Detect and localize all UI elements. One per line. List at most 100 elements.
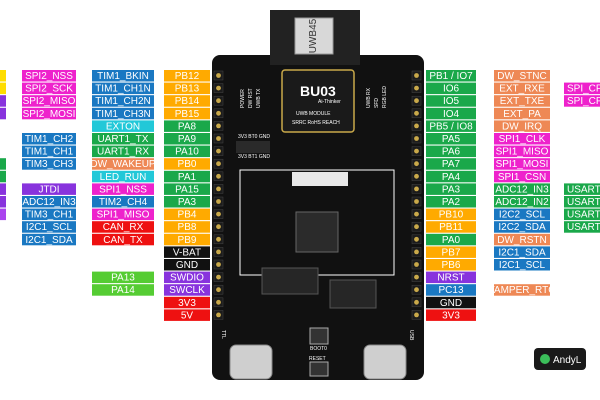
- header-pin-pad: [414, 199, 419, 204]
- left-func2-label: TIM1_BKIN: [97, 71, 149, 82]
- left-func2-label: SPI1_MISO: [97, 210, 150, 221]
- left-func2-label-bg: [92, 145, 154, 158]
- right-func2-label-bg: [564, 221, 600, 233]
- right-func1-label-bg: [494, 95, 550, 107]
- left-pin-label: SWDIO: [170, 273, 204, 284]
- left-pin-label: PA10: [175, 147, 199, 158]
- silk-power: POWER: [240, 89, 246, 108]
- silk-bt0: 3V3 BT0 GND: [238, 134, 270, 140]
- left-pin-label-bg: [164, 170, 210, 183]
- left-pin-label: PA9: [178, 134, 197, 145]
- header-pin-pad: [414, 249, 419, 255]
- right-func1-label: TAMPER_RTC: [489, 285, 556, 296]
- header-pin-pad: [414, 73, 419, 78]
- header-pin-pad: [216, 85, 221, 91]
- module-sub2: SRRC RoHS REACH: [292, 120, 340, 126]
- left-func2-label: PA13: [111, 273, 135, 284]
- left-pin-label-bg: [164, 183, 210, 195]
- right-pin-label-bg: [426, 95, 476, 107]
- header-pin-pad: [414, 123, 419, 129]
- right-func2-label: USART2: [567, 184, 600, 195]
- left-pin-label-bg: [164, 120, 210, 132]
- right-pin-label: PB11: [439, 222, 463, 233]
- right-func1-label: EXT_PA: [503, 109, 541, 120]
- header-pin-pad: [216, 312, 221, 318]
- right-func2-label-bg: [564, 183, 600, 195]
- left-pin-label-bg: [164, 221, 210, 233]
- right-func1-label: SPI1_MISO: [496, 147, 549, 158]
- header-right: [411, 70, 422, 320]
- right-pin-label-bg: [426, 70, 476, 82]
- header-pin-pad: [414, 161, 419, 167]
- left-pin-label-bg: [164, 145, 210, 158]
- header-pin-pad: [216, 123, 221, 129]
- right-func1-label: I2C2_SDA: [498, 222, 546, 233]
- right-pin-label: PA4: [442, 172, 461, 183]
- right-pin-label-bg: [426, 170, 476, 183]
- right-func1-label: SPI1_MOSI: [496, 159, 549, 170]
- left-func2-label-bg: [92, 271, 154, 284]
- right-pin-label-bg: [426, 284, 476, 296]
- boot-jumper-header: [236, 141, 270, 153]
- watermark-icon: [540, 354, 550, 364]
- header-pin-pad: [414, 136, 419, 141]
- left-func1-label-bg: [22, 233, 76, 246]
- boot-label: BOOT0: [310, 346, 327, 352]
- header-pin-pad: [216, 161, 221, 167]
- right-func1-label: DW_STNC: [497, 71, 546, 82]
- right-pin-label-bg: [426, 233, 476, 246]
- right-func1-label-bg: [494, 170, 550, 183]
- right-pin-label-bg: [426, 271, 476, 284]
- right-pin-label-bg: [426, 183, 476, 195]
- header-pin-pad: [414, 312, 419, 318]
- left-func1-label-bg: [22, 70, 76, 82]
- header-pin-pad: [414, 236, 419, 242]
- left-func1-label: SPI2_SCK: [25, 84, 73, 95]
- left-func1-label: TIM3_CH1: [25, 210, 74, 221]
- silk-bt1: 3V3 BT1 GND: [238, 154, 270, 160]
- left-func2-label-bg: [92, 70, 154, 82]
- left-func2-label: PA14: [111, 285, 135, 296]
- silk-sfd: SFD: [374, 98, 380, 108]
- usb-port-ttl[interactable]: [229, 344, 273, 380]
- right-func1-label-bg: [494, 183, 550, 195]
- uwb-module: [281, 69, 355, 133]
- header-pin-pad: [216, 262, 221, 267]
- right-pin-label: PA5: [442, 134, 461, 145]
- reset-button[interactable]: [309, 361, 329, 377]
- left-pin-label: 5V: [181, 310, 194, 321]
- silk-dwrst: DW RST: [248, 88, 254, 108]
- left-pin-label-bg: [164, 284, 210, 296]
- header-pin-pad: [216, 98, 221, 104]
- boot-button[interactable]: [309, 327, 329, 345]
- left-pin-label: PB9: [178, 235, 197, 246]
- right-func1-label-bg: [494, 107, 550, 120]
- right-func2-label: SPI_CP: [567, 84, 600, 95]
- module-sub1: UWB MODULE: [296, 111, 331, 117]
- edge-fragment: [0, 196, 6, 208]
- left-func2-label-bg: [92, 196, 154, 208]
- right-func1-label-bg: [494, 133, 550, 145]
- left-pin-label: PB0: [178, 159, 197, 170]
- left-func1-label-bg: [22, 95, 76, 107]
- board: UWB45 BU03 Ai-Thinker UWB MODULE SRRC Ro…: [212, 10, 424, 380]
- usb-port-usb[interactable]: [363, 344, 407, 380]
- right-pin-label-bg: [426, 221, 476, 233]
- header-pin-pad: [414, 148, 419, 154]
- right-func2-label-bg: [564, 208, 600, 221]
- left-func1-label-bg: [22, 158, 76, 170]
- right-pin-label-bg: [426, 246, 476, 258]
- edge-fragment: [0, 82, 6, 95]
- antenna-connector: [294, 17, 334, 55]
- left-pin-label-bg: [164, 95, 210, 107]
- header-pin-pad: [414, 211, 419, 217]
- left-pin-label: PB13: [175, 84, 200, 95]
- left-pin-label-bg: [164, 233, 210, 246]
- watermark-text: AndyL: [553, 355, 582, 366]
- chip-label-area: [292, 172, 348, 186]
- header-pin-pad: [414, 262, 419, 267]
- left-pin-label: PB14: [175, 96, 200, 107]
- right-func1-label-bg: [494, 82, 550, 95]
- header-pin-pad: [216, 186, 221, 192]
